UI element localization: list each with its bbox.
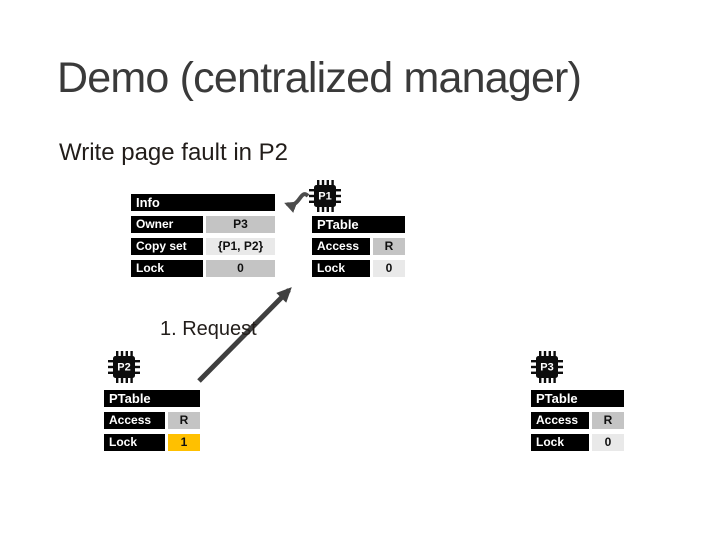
request-step-label: 1. Request	[160, 318, 257, 340]
row-label: Owner	[131, 216, 203, 233]
row-label: Copy set	[131, 238, 203, 255]
info-table-header: Info	[131, 194, 275, 211]
table-row: Access R	[104, 412, 200, 429]
p3-cpu-chip-icon: P3	[531, 351, 563, 383]
ptable-header: PTable	[104, 390, 200, 407]
table-row: Lock 1	[104, 434, 200, 451]
table-row: Lock 0	[531, 434, 624, 451]
p2-ptable: PTable Access R Lock 1	[104, 390, 200, 456]
manager-info-table: Info Owner P3 Copy set {P1, P2} Lock 0	[131, 194, 275, 282]
slide-subtitle: Write page fault in P2	[59, 139, 289, 166]
row-value: R	[168, 412, 200, 429]
row-label: Lock	[104, 434, 165, 451]
ptable-header: PTable	[312, 216, 405, 233]
row-value-highlighted: 1	[168, 434, 200, 451]
row-label: Access	[312, 238, 370, 255]
table-row: Copy set {P1, P2}	[131, 238, 275, 255]
p2-cpu-chip-icon: P2	[108, 351, 140, 383]
table-row: Access R	[531, 412, 624, 429]
row-label: Access	[531, 412, 589, 429]
p1-to-info-arrow	[284, 192, 310, 213]
ptable-header: PTable	[531, 390, 624, 407]
table-row: Lock 0	[131, 260, 275, 277]
chip-label: P1	[318, 191, 331, 203]
row-value: 0	[592, 434, 624, 451]
row-value: {P1, P2}	[206, 238, 275, 255]
row-label: Lock	[531, 434, 589, 451]
table-row: Access R	[312, 238, 405, 255]
row-label: Access	[104, 412, 165, 429]
p1-ptable: PTable Access R Lock 0	[312, 216, 405, 282]
row-value: P3	[206, 216, 275, 233]
table-row: Lock 0	[312, 260, 405, 277]
row-value: 0	[373, 260, 405, 277]
p3-ptable: PTable Access R Lock 0	[531, 390, 624, 456]
row-value: R	[592, 412, 624, 429]
row-value: 0	[206, 260, 275, 277]
row-value: R	[373, 238, 405, 255]
p1-cpu-chip-icon: P1	[309, 180, 341, 212]
chip-label: P2	[117, 362, 130, 374]
row-label: Lock	[312, 260, 370, 277]
row-label: Lock	[131, 260, 203, 277]
chip-label: P3	[540, 362, 553, 374]
page-title: Demo (centralized manager)	[57, 54, 582, 102]
table-row: Owner P3	[131, 216, 275, 233]
